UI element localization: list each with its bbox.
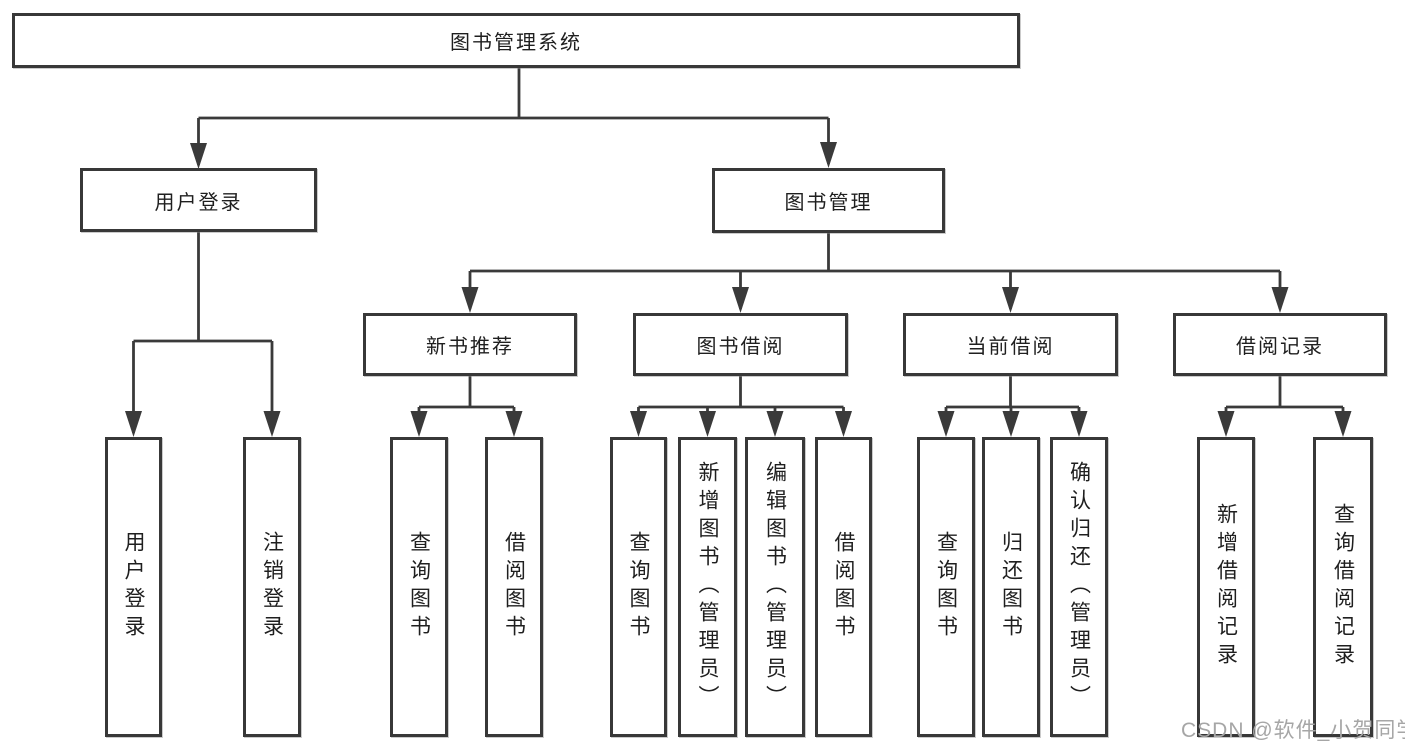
arrowhead-icon [1002, 287, 1019, 313]
arrowhead-icon [1002, 411, 1020, 437]
node-root-system: 图书管理系统 [12, 13, 1020, 68]
node-book-management: 图书管理 [712, 168, 945, 233]
node-leaf-return-books: 归还图书 [982, 437, 1040, 737]
node-book-borrow: 图书借阅 [633, 313, 848, 376]
arrowheads [125, 142, 1352, 437]
arrowhead-icon [125, 411, 142, 437]
arrowhead-icon [732, 287, 749, 313]
connector-book-mgmt-to-level3 [468, 232, 1282, 309]
node-label: 新增借阅记录 [1214, 503, 1238, 671]
arrowhead-icon [1271, 287, 1289, 313]
node-label: 图书管理系统 [450, 32, 582, 54]
node-leaf-query-books-1: 查询图书 [390, 437, 448, 737]
arrowhead-icon [937, 411, 955, 437]
arrowhead-icon [1070, 411, 1088, 437]
node-label: 编辑图书（管理员） [763, 461, 787, 713]
connector-new-book-group [417, 375, 516, 433]
node-label: 新增图书（管理员） [696, 461, 719, 713]
node-label: 查询图书 [627, 531, 650, 643]
node-leaf-user-login: 用户登录 [105, 437, 162, 737]
node-label: 用户登录 [154, 191, 243, 214]
node-label: 借阅记录 [1236, 336, 1324, 358]
csdn-watermark: CSDN @软件_小贺同学 [1181, 719, 1405, 742]
node-leaf-query-books-3: 查询图书 [917, 437, 975, 737]
node-label: 注销登录 [260, 531, 284, 643]
node-label: 用户登录 [122, 531, 145, 643]
arrowhead-icon [1217, 411, 1235, 437]
node-label: 借阅图书 [502, 531, 526, 643]
arrowhead-icon [820, 142, 837, 168]
arrowhead-icon [461, 287, 479, 313]
node-label: 图书借阅 [696, 336, 785, 358]
arrowhead-icon [505, 411, 523, 437]
node-leaf-query-borrow-record: 查询借阅记录 [1313, 437, 1373, 737]
connector-borrow-records-group [1224, 375, 1345, 433]
node-label: 查询图书 [934, 531, 958, 643]
node-leaf-query-books-2: 查询图书 [610, 437, 667, 737]
connector-root-to-level2 [197, 67, 830, 165]
arrowhead-icon [190, 143, 207, 169]
arrowhead-icon [766, 411, 784, 437]
node-label: 查询借阅记录 [1331, 503, 1355, 671]
node-label: 当前借阅 [966, 336, 1055, 358]
node-label: 借阅图书 [832, 531, 855, 643]
node-leaf-borrow-books-2: 借阅图书 [815, 437, 872, 737]
node-label: 确认归还（管理员） [1067, 461, 1091, 713]
node-leaf-logout: 注销登录 [243, 437, 301, 737]
arrowhead-icon [410, 411, 428, 437]
node-leaf-edit-books-admin: 编辑图书（管理员） [745, 437, 805, 737]
node-leaf-add-books-admin: 新增图书（管理员） [678, 437, 737, 737]
node-label: 图书管理 [784, 192, 873, 214]
arrowhead-icon [699, 411, 716, 437]
node-label: 查询图书 [407, 531, 431, 643]
node-new-book-recommend: 新书推荐 [363, 313, 577, 376]
arrowhead-icon [263, 411, 281, 437]
node-borrow-records: 借阅记录 [1173, 313, 1387, 376]
node-label: 归还图书 [999, 531, 1023, 643]
connector-user-login-group [132, 231, 274, 433]
node-current-borrow: 当前借阅 [903, 313, 1118, 376]
node-leaf-borrow-books-1: 借阅图书 [485, 437, 543, 737]
arrowhead-icon [835, 411, 852, 437]
connector-book-borrow-group [637, 375, 845, 433]
node-leaf-confirm-return-admin: 确认归还（管理员） [1050, 437, 1108, 737]
arrowhead-icon [1334, 411, 1352, 437]
node-user-login: 用户登录 [80, 168, 317, 232]
arrowhead-icon [630, 411, 647, 437]
node-leaf-add-borrow-record: 新增借阅记录 [1197, 437, 1255, 737]
node-label: 新书推荐 [426, 336, 514, 358]
